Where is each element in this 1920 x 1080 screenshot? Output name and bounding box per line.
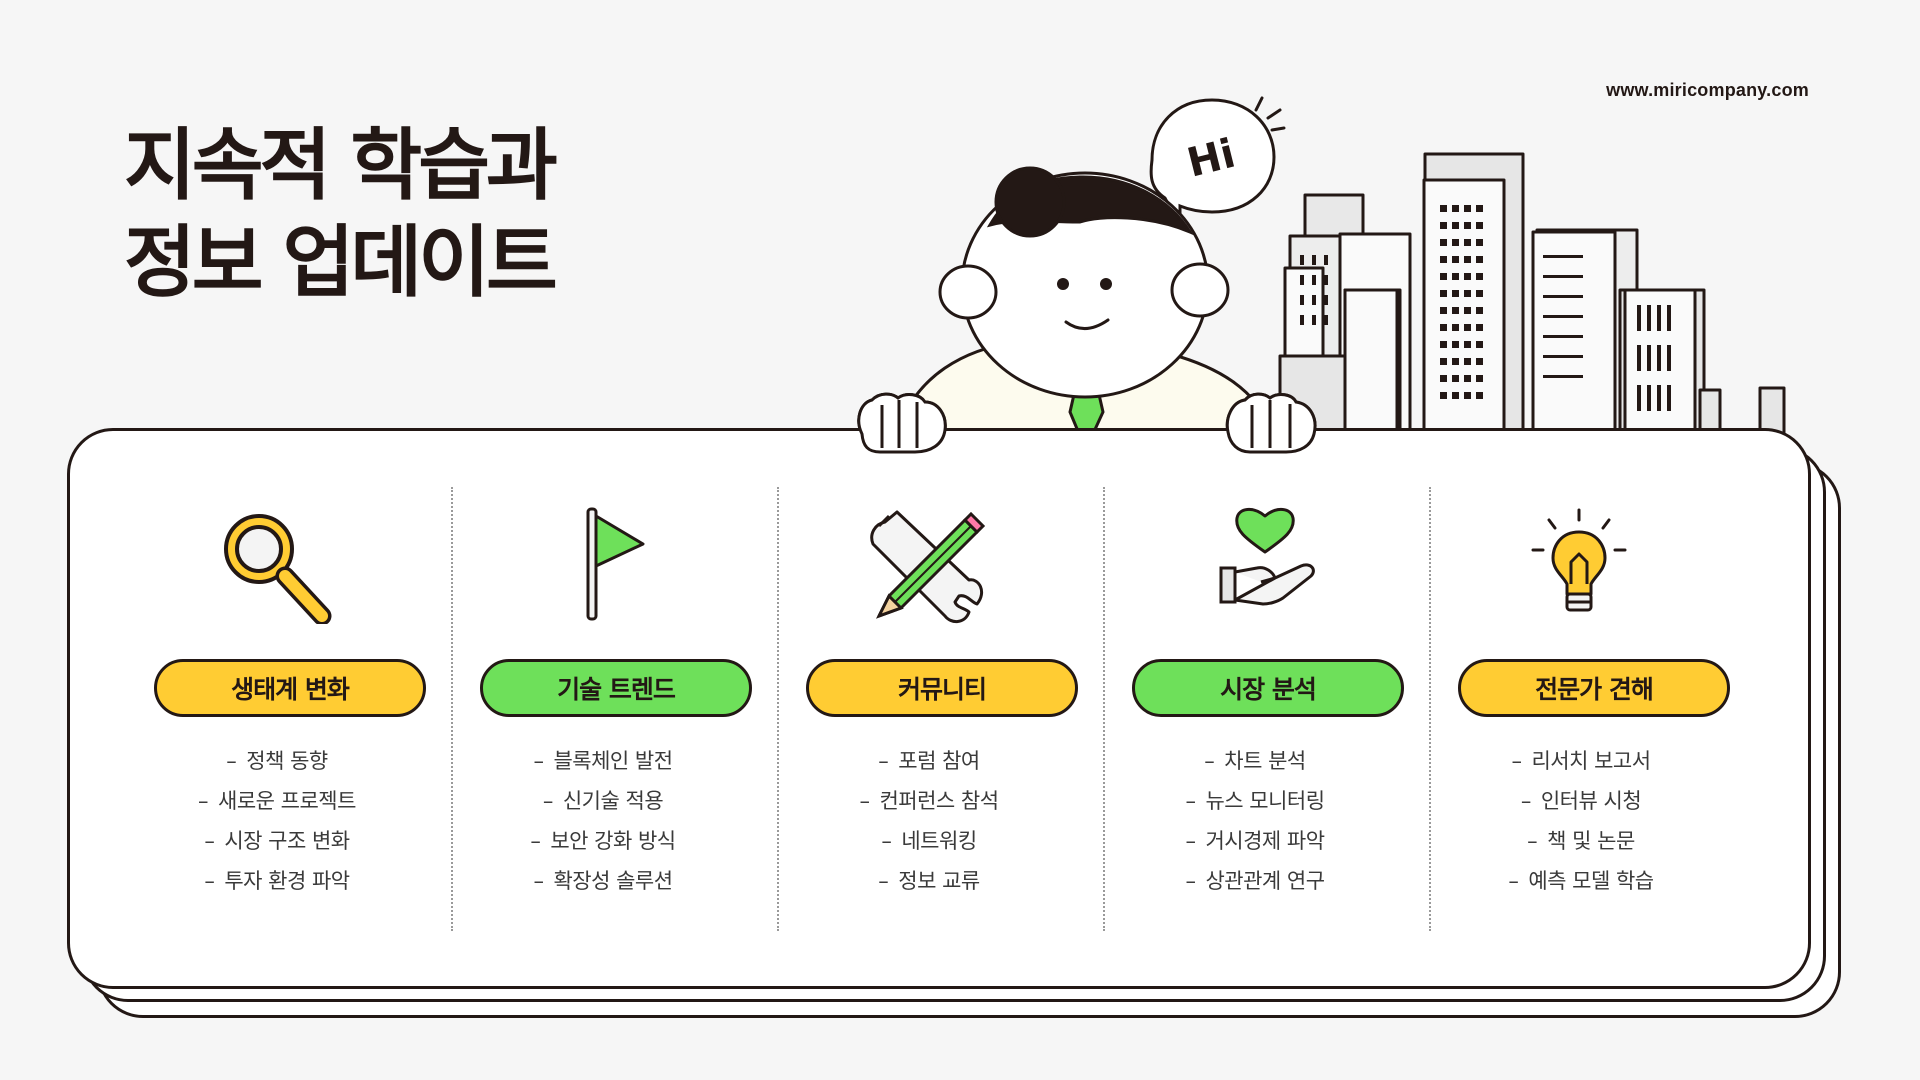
speech-bubble-text: Hi [1183, 131, 1240, 187]
magnifier-icon [224, 514, 332, 624]
list-item: –확장성 솔루션 [533, 869, 673, 893]
topic-items: –정책 동향 –새로운 프로젝트 –시장 구조 변화 –투자 환경 파악 [114, 741, 440, 901]
title-line-2: 정보 업데이트 [124, 218, 558, 308]
topic-label: 전문가 견해 [1458, 659, 1730, 717]
divider [451, 487, 453, 931]
list-item: –투자 환경 파악 [204, 869, 350, 893]
flag-icon [586, 507, 645, 621]
list-item: –시장 구조 변화 [204, 829, 350, 853]
title-line-1: 지속적 학습과 [124, 121, 558, 211]
list-item: –컨퍼런스 참석 [859, 789, 999, 813]
list-item: –네트워킹 [881, 829, 977, 853]
list-item: –포럼 참여 [878, 749, 980, 773]
topic-column-tech: 기술 트렌드 –블록체인 발전 –신기술 적용 –보안 강화 방식 –확장성 솔… [440, 431, 766, 986]
topics-card: 생태계 변화 –정책 동향 –새로운 프로젝트 –시장 구조 변화 –투자 환경… [67, 428, 1811, 989]
list-item: –상관관계 연구 [1185, 869, 1325, 893]
list-item: –뉴스 모니터링 [1185, 789, 1325, 813]
heart-hand-icon [1219, 508, 1315, 606]
list-item: –차트 분석 [1204, 749, 1306, 773]
list-item: –정책 동향 [226, 749, 328, 773]
topic-column-ecosystem: 생태계 변화 –정책 동향 –새로운 프로젝트 –시장 구조 변화 –투자 환경… [114, 431, 440, 986]
topic-column-market: 시장 분석 –차트 분석 –뉴스 모니터링 –거시경제 파악 –상관관계 연구 [1092, 431, 1418, 986]
list-item: –정보 교류 [878, 869, 980, 893]
page-title: 지속적 학습과 정보 업데이트 [124, 118, 558, 312]
topic-items: –블록체인 발전 –신기술 적용 –보안 강화 방식 –확장성 솔루션 [440, 741, 766, 901]
list-item: –책 및 논문 [1527, 829, 1635, 853]
divider [1429, 487, 1431, 931]
list-item: –예측 모델 학습 [1508, 869, 1654, 893]
topic-label: 기술 트렌드 [480, 659, 752, 717]
topic-column-expert: 전문가 견해 –리서치 보고서 –인터뷰 시청 –책 및 논문 –예측 모델 학… [1418, 431, 1744, 986]
speech-bubble: Hi [1149, 96, 1286, 227]
topic-label: 커뮤니티 [806, 659, 1078, 717]
divider [777, 487, 779, 931]
topic-items: –차트 분석 –뉴스 모니터링 –거시경제 파악 –상관관계 연구 [1092, 741, 1418, 901]
wrench-pencil-icon [870, 510, 986, 623]
lightbulb-icon [1531, 508, 1627, 612]
topic-label: 생태계 변화 [154, 659, 426, 717]
list-item: –보안 강화 방식 [530, 829, 676, 853]
divider [1103, 487, 1105, 931]
list-item: –새로운 프로젝트 [198, 789, 356, 813]
topic-items: –포럼 참여 –컨퍼런스 참석 –네트워킹 –정보 교류 [766, 741, 1092, 901]
topic-label: 시장 분석 [1132, 659, 1404, 717]
topic-items: –리서치 보고서 –인터뷰 시청 –책 및 논문 –예측 모델 학습 [1418, 741, 1744, 901]
list-item: –거시경제 파악 [1185, 829, 1325, 853]
site-url[interactable]: www.miricompany.com [1606, 80, 1809, 100]
list-item: –블록체인 발전 [533, 749, 673, 773]
topic-column-community: 커뮤니티 –포럼 참여 –컨퍼런스 참석 –네트워킹 –정보 교류 [766, 431, 1092, 986]
list-item: –리서치 보고서 [1511, 749, 1651, 773]
list-item: –신기술 적용 [542, 789, 664, 813]
list-item: –인터뷰 시청 [1520, 789, 1642, 813]
